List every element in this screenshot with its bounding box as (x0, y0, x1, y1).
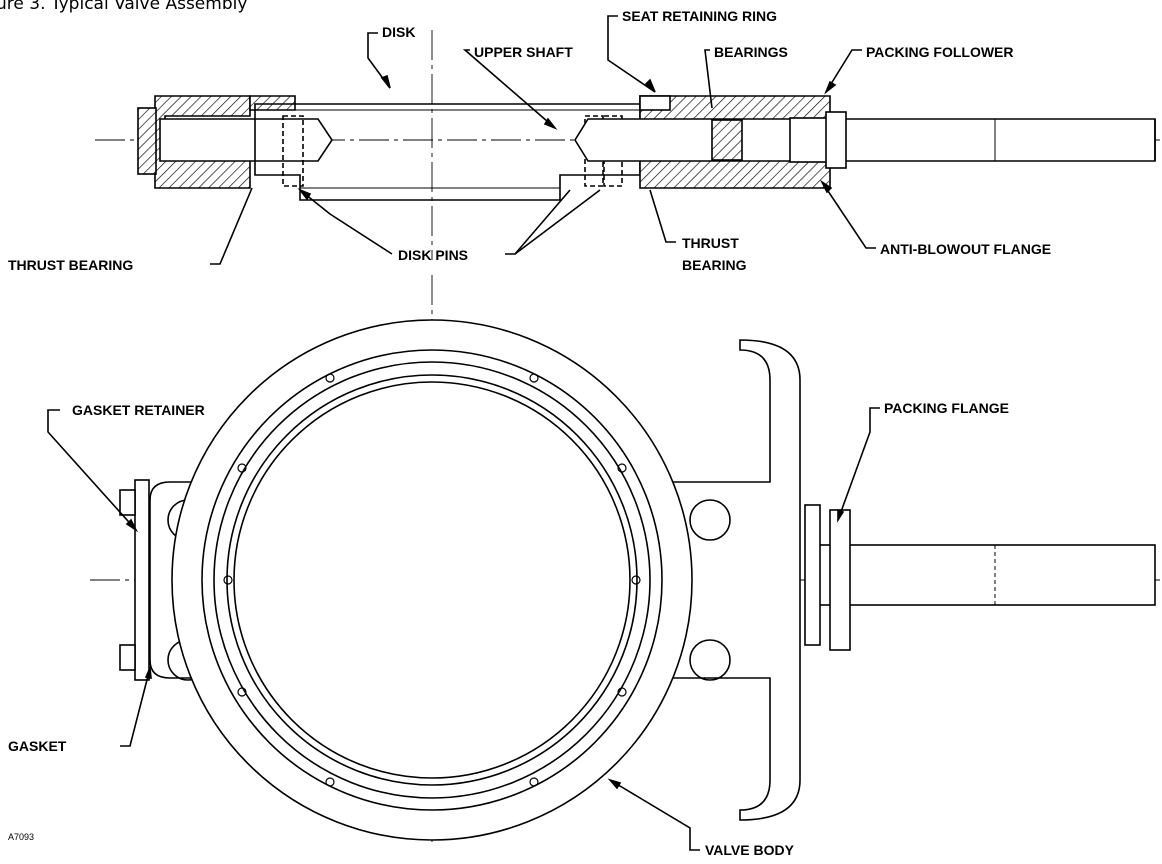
valve-body-outer (171, 319, 693, 841)
label-thrust-bearing-left: THRUST BEARING (8, 257, 133, 273)
bearings-part (711, 119, 743, 161)
figure-code: A7093 (8, 832, 35, 842)
lower-shaft (159, 118, 333, 162)
label-thrust-bearing-right-2: BEARING (682, 257, 747, 273)
label-upper-shaft: UPPER SHAFT (474, 44, 573, 60)
label-thrust-bearing-right-1: THRUST (682, 235, 739, 251)
valve-body-flange-ring (201, 349, 663, 811)
packing-follower-part (789, 117, 831, 163)
label-disk-pins: DISK PINS (398, 247, 468, 263)
leader-lines (47, 15, 880, 851)
disk-pin-left (282, 115, 304, 187)
seat-ring-outer (213, 361, 651, 799)
section-view (95, 30, 1160, 260)
right-neck (650, 339, 801, 821)
seat-retaining-ring (639, 95, 671, 111)
figure-title: ure 3. Typical Valve Assembly (0, 0, 248, 14)
anti-blowout-flange-part (825, 111, 847, 169)
upper-shaft (574, 118, 1156, 162)
label-seat-retaining-ring: SEAT RETAINING RING (622, 8, 777, 24)
label-disk: DISK (382, 24, 415, 40)
left-thrust-cap (137, 107, 157, 175)
gasket-part (134, 479, 150, 681)
label-gasket-retainer: GASKET RETAINER (72, 402, 205, 418)
disk-inner (233, 381, 631, 779)
packing-flange-part (804, 504, 821, 646)
label-packing-flange: PACKING FLANGE (884, 400, 1009, 416)
shaft-plan (814, 544, 1156, 606)
plan-view (90, 275, 1160, 845)
disk-outer (226, 374, 638, 786)
label-anti-blowout-flange: ANTI-BLOWOUT FLANGE (880, 241, 1051, 257)
right-lug-hole-top (689, 499, 731, 541)
label-valve-body: VALVE BODY (705, 842, 795, 858)
label-bearings: BEARINGS (714, 44, 788, 60)
label-gasket: GASKET (8, 738, 67, 754)
right-lug-hole-bottom (689, 639, 731, 681)
label-packing-follower: PACKING FOLLOWER (866, 44, 1014, 60)
bolt-holes (223, 373, 641, 787)
